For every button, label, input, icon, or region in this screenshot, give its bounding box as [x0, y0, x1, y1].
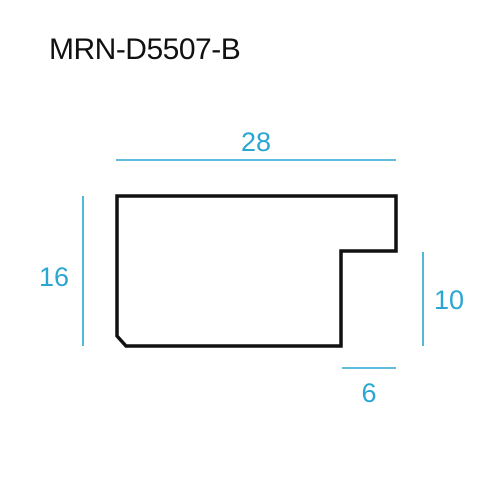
- product-code-title: MRN-D5507-B: [49, 33, 240, 66]
- rabbet-height-dimension-label: 10: [434, 285, 464, 315]
- width-dimension: 28: [116, 127, 396, 161]
- rabbet-height-dimension: 10: [422, 252, 464, 346]
- height-dimension-label: 16: [39, 262, 69, 292]
- rabbet-width-dimension-label: 6: [361, 378, 376, 408]
- rabbet-width-dimension: 6: [342, 367, 396, 408]
- width-dimension-label: 28: [241, 127, 271, 157]
- frame-profile-outline: [115, 194, 398, 348]
- height-dimension: 16: [39, 196, 84, 346]
